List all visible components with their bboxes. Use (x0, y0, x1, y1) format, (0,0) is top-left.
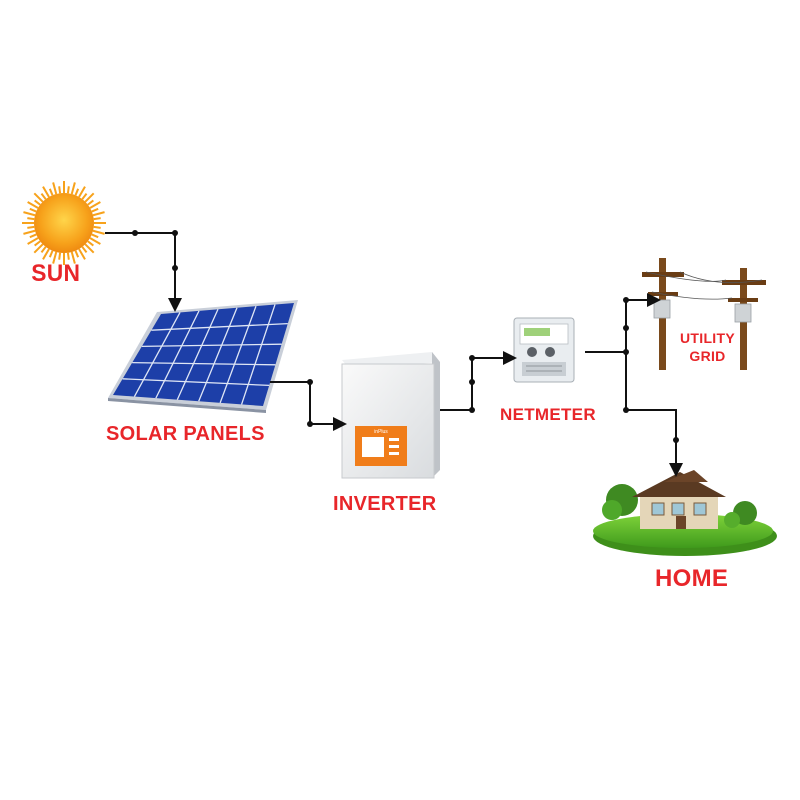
utility-grid-label: UTILITY GRID (680, 330, 735, 365)
utility-grid-label-line2: GRID (689, 347, 726, 364)
utility-pole-icon (642, 258, 766, 370)
netmeter-icon (513, 317, 575, 383)
connector-nodes (132, 230, 679, 443)
sun-label: SUN (31, 260, 81, 287)
netmeter-label: NETMETER (500, 405, 596, 424)
solar-panels-label: SOLAR PANELS (106, 423, 265, 445)
inverter-icon: inPlus (341, 352, 440, 479)
inverter-label: INVERTER (333, 493, 437, 515)
house-icon (593, 470, 777, 556)
home-label: HOME (655, 565, 729, 592)
inverter-brand: inPlus (374, 429, 388, 435)
sun-icon (22, 181, 106, 265)
utility-grid-label-line1: UTILITY (680, 330, 735, 346)
solar-panel-icon (108, 300, 298, 413)
